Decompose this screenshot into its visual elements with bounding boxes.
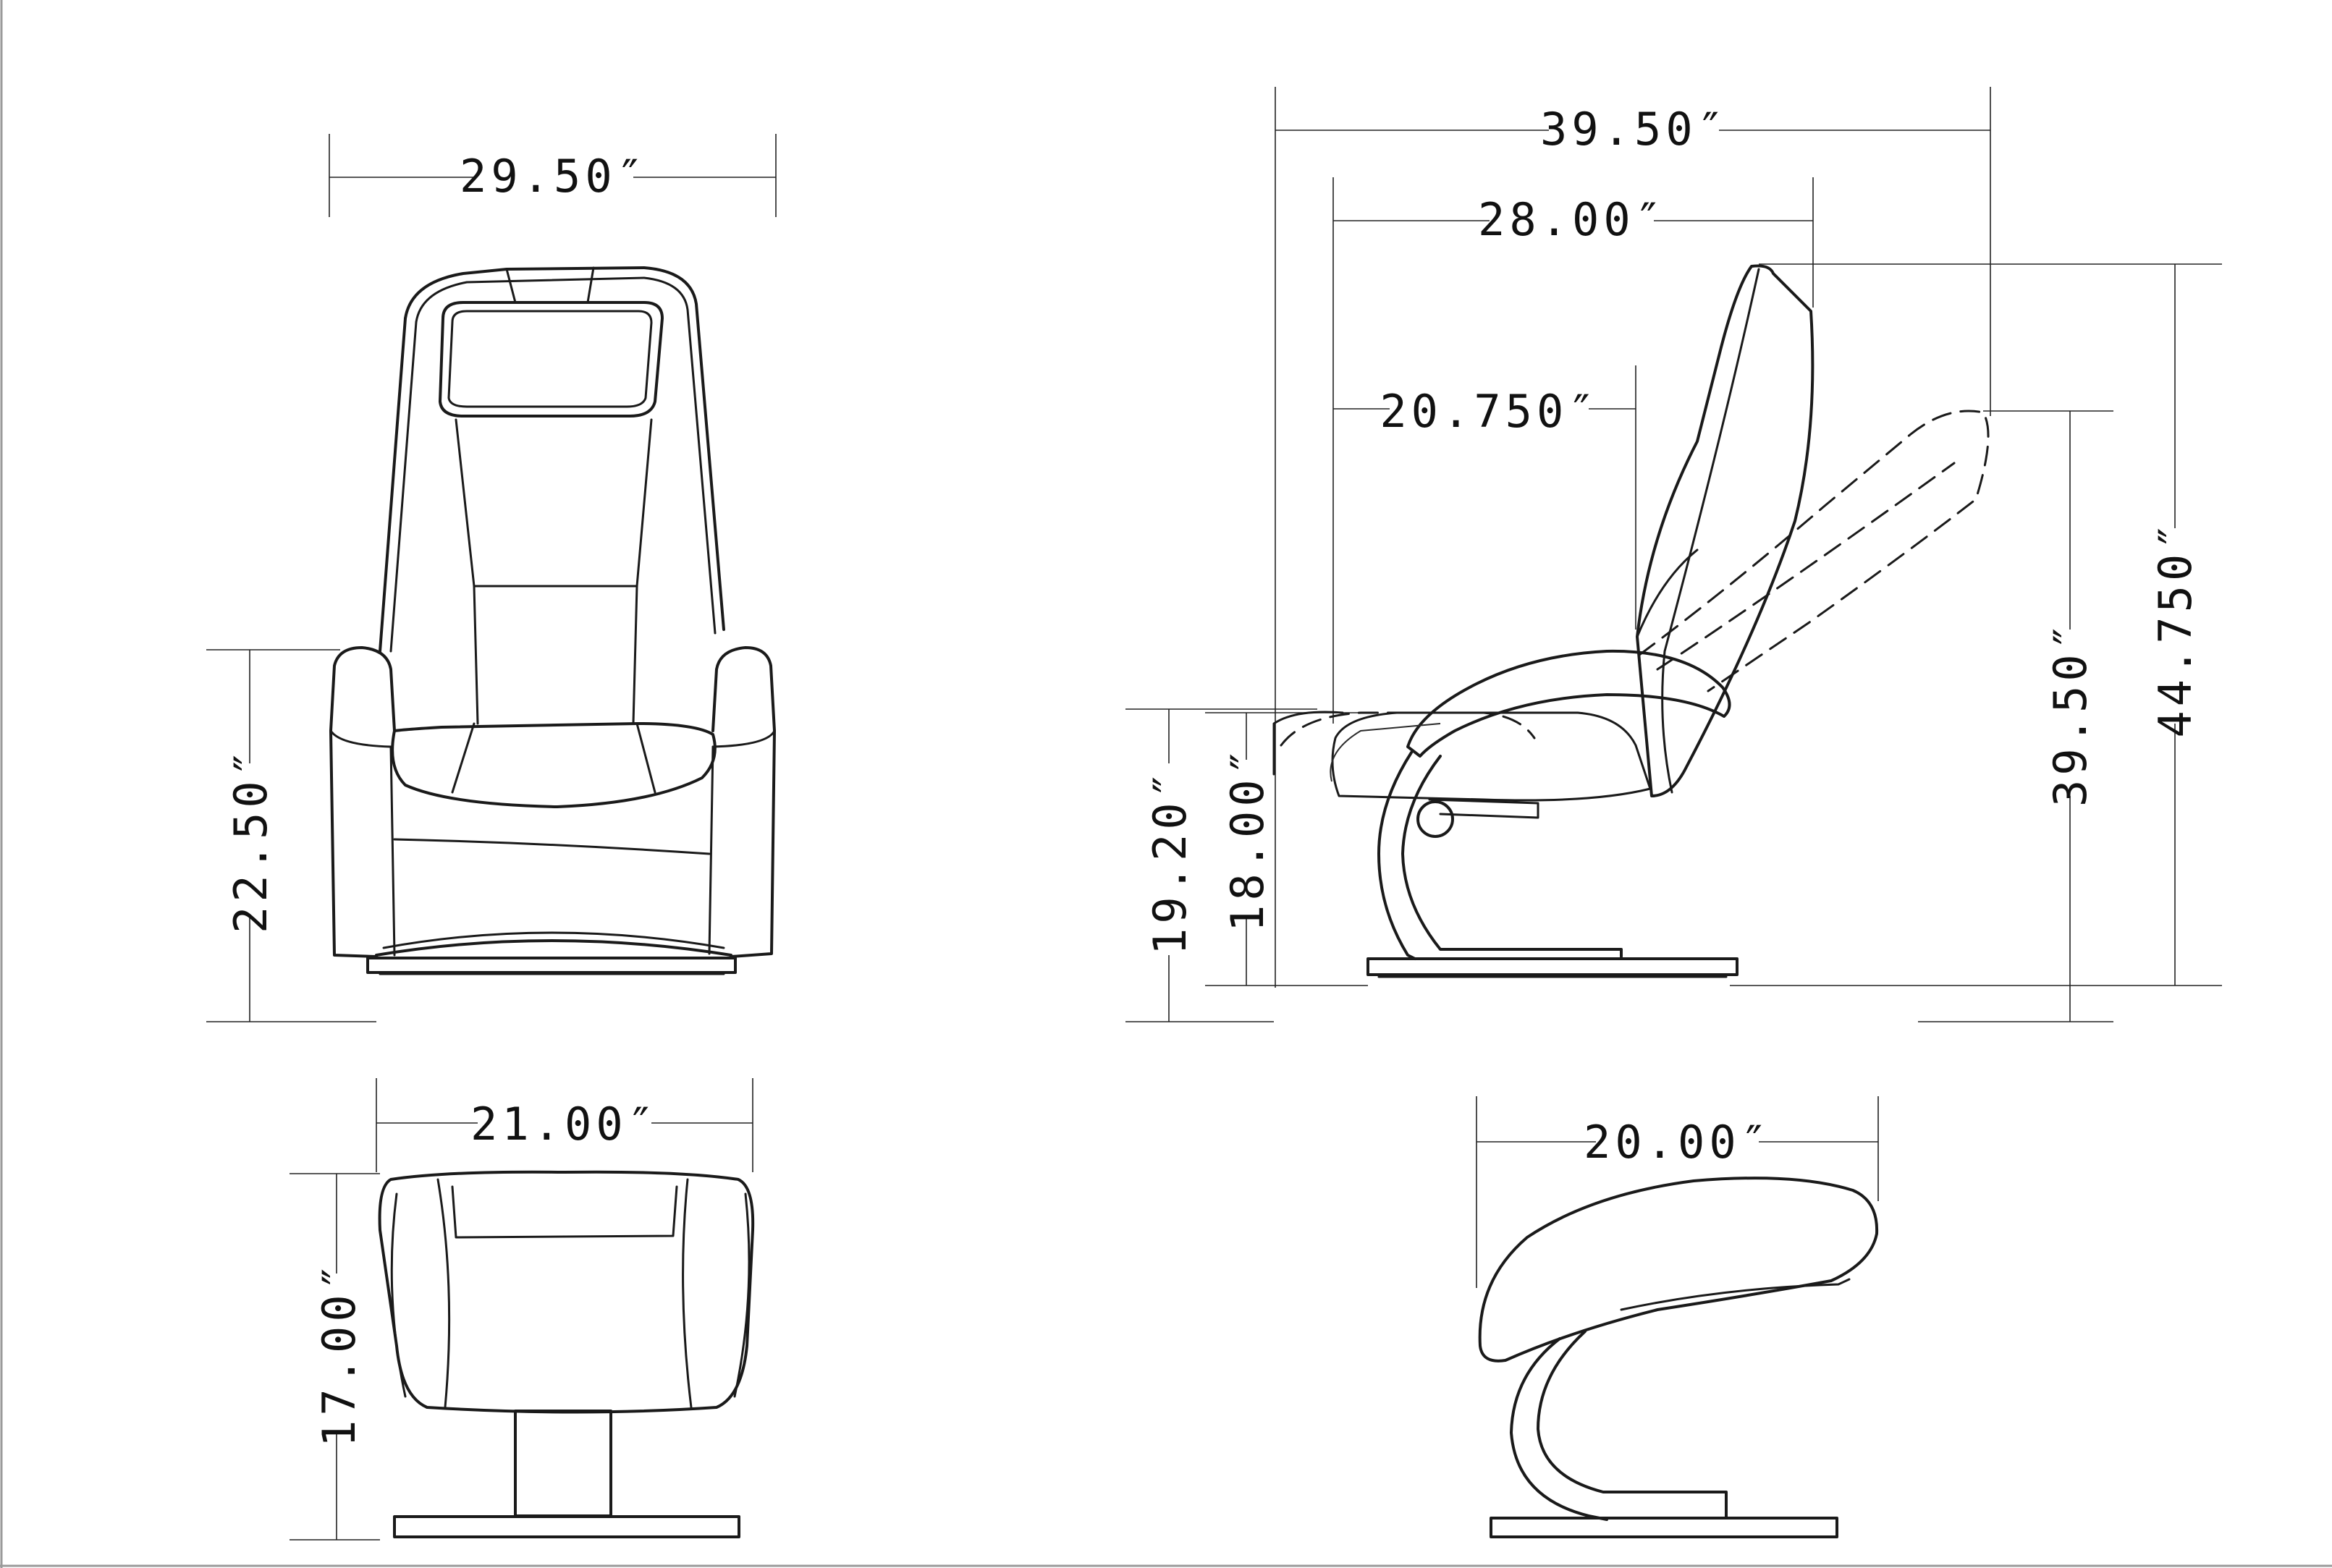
- front-width-label: 29.50″: [460, 150, 648, 203]
- side-upright-depth-label: 28.00″: [1478, 193, 1666, 246]
- front-width-dimension: 29.50″: [329, 134, 777, 217]
- side-seat-height-dimensions: 19.20″ 18.00″: [1125, 708, 1368, 1022]
- ottoman-side-depth-dimension: 20.00″: [1476, 1096, 1879, 1288]
- side-seat-depth-dimension: 20.750″: [1333, 365, 1636, 630]
- side-seat-depth-label: 20.750″: [1380, 385, 1599, 438]
- ottoman-front-post: [514, 1410, 612, 1517]
- side-s-support-rear: [1401, 755, 1623, 958]
- front-base-plate: [366, 957, 737, 974]
- side-armrest: [1406, 649, 1731, 758]
- ottoman-front-view: 21.00″ 17.00″: [290, 1078, 755, 1541]
- chair-front-view: 29.50″ 22.50″: [206, 134, 777, 1022]
- side-reclined-depth-dimension: 39.50″: [1275, 87, 1991, 988]
- front-arm-height-label: 22.50″: [224, 745, 277, 933]
- side-mechanism-knob: [1416, 800, 1454, 838]
- ottoman-front-height-label: 17.00″: [313, 1259, 366, 1447]
- side-upright-backrest: [1636, 264, 1815, 797]
- side-seat-height-rear-label: 18.00″: [1221, 744, 1274, 932]
- front-arm-height-dimension: 22.50″: [206, 649, 376, 1022]
- side-total-height-dimension: 44.750″: [1730, 263, 2222, 986]
- front-right-arm: [711, 646, 776, 732]
- ottoman-front-height-dimension: 17.00″: [290, 1173, 380, 1541]
- front-seat-cushion: [391, 722, 717, 808]
- side-seat-cushion: [1331, 711, 1652, 802]
- ottoman-side-support-front: [1510, 1337, 1608, 1521]
- front-base-skirt: [375, 939, 732, 957]
- side-reclined-height-label: 39.50″: [2044, 619, 2097, 807]
- ottoman-front-width-label: 21.00″: [470, 1098, 659, 1150]
- ottoman-side-support-rear: [1537, 1330, 1728, 1518]
- ottoman-front-base-plate: [393, 1515, 740, 1538]
- front-back-outline: [404, 266, 725, 631]
- ottoman-side-cushion: [1478, 1177, 1879, 1363]
- ottoman-side-base-plate: [1490, 1517, 1838, 1538]
- front-left-arm: [329, 646, 396, 732]
- side-base-plate: [1366, 957, 1739, 976]
- side-total-height-label: 44.750″: [2149, 518, 2202, 737]
- side-reclined-height-dimension: 39.50″: [1918, 410, 2113, 1022]
- side-reclined-backrest: [1638, 410, 1990, 692]
- front-back-cushion: [455, 418, 653, 588]
- side-upright-depth-dimension: 28.00″: [1332, 177, 1814, 724]
- ottoman-side-view: 20.00″: [1476, 1096, 1879, 1538]
- side-reclined-depth-label: 39.50″: [1540, 103, 1728, 156]
- ottoman-side-depth-label: 20.00″: [1584, 1116, 1772, 1169]
- side-s-support-front: [1377, 751, 1416, 960]
- side-footrest-extended: [1280, 711, 1536, 747]
- front-headrest: [439, 301, 664, 418]
- ottoman-front-cushion: [378, 1170, 755, 1414]
- side-seat-height-front-label: 19.20″: [1144, 767, 1196, 955]
- chair-side-view: 39.50″ 28.00″ 20.750″ 19.20″: [1125, 87, 2222, 1022]
- ottoman-front-width-dimension: 21.00″: [376, 1078, 753, 1172]
